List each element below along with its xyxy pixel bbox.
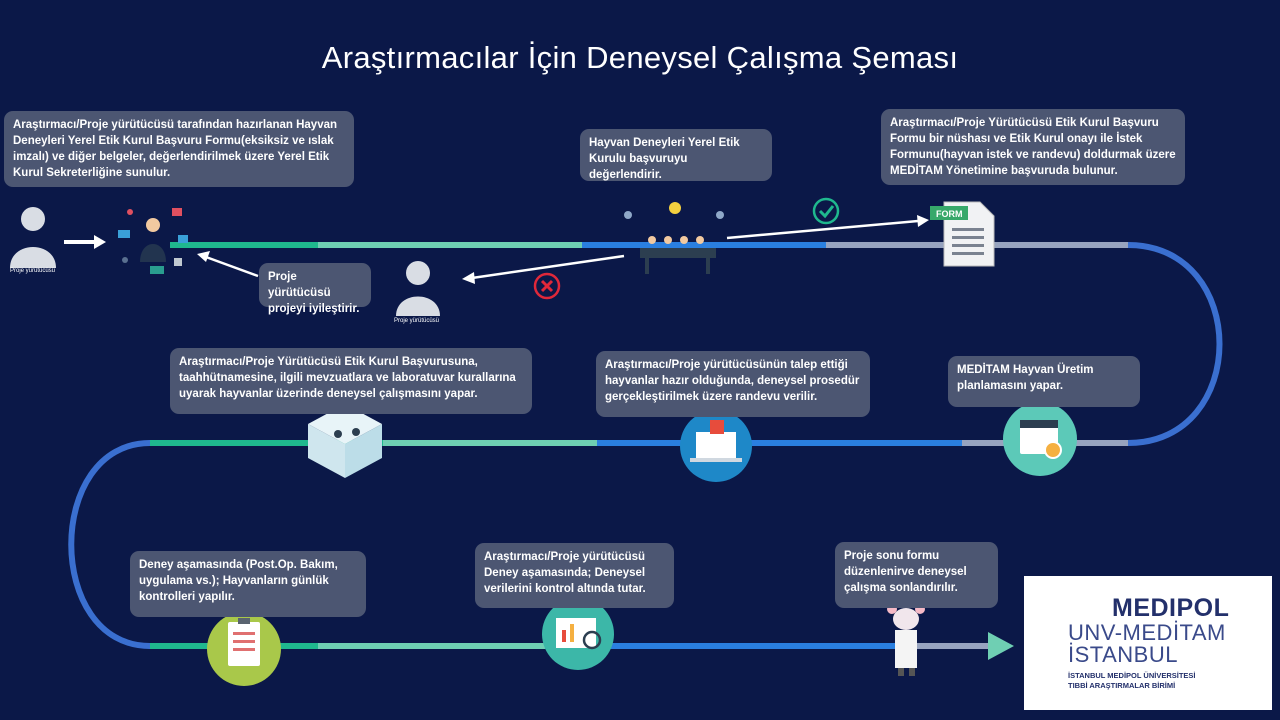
ethics-committee-icon xyxy=(624,202,724,274)
left-curve xyxy=(68,440,151,649)
appointment-laptop-icon xyxy=(680,410,752,482)
step-project-end: Proje sonu formu düzenlenirve deneysel ç… xyxy=(835,542,998,608)
step-committee-evaluates: Hayvan Deneyleri Yerel Etik Kurulu başvu… xyxy=(580,129,772,181)
arrow-reject xyxy=(471,254,625,280)
arrow-reject-head xyxy=(462,272,475,284)
arrow-improve xyxy=(205,255,259,278)
end-arrowhead xyxy=(988,632,1014,660)
form-label: FORM xyxy=(936,209,963,219)
step-improve-project: Proje yürütücüsü projeyi iyileştirir. xyxy=(259,263,371,315)
medipol-logo: MEDIPOL UNV-MEDİTAM İSTANBUL İSTANBUL ME… xyxy=(1024,576,1272,710)
researcher-caption: Proje yürütücüsü xyxy=(10,268,56,274)
approved-check-icon xyxy=(812,197,840,225)
researcher-icon xyxy=(10,207,56,268)
researcher-with-devices-icon xyxy=(118,208,188,274)
logo-line-3: İSTANBUL xyxy=(1068,642,1178,667)
step-appointment: Araştırmacı/Proje yürütücüsünün talep et… xyxy=(596,351,870,417)
step-daily-checks: Deney aşamasında (Post.Op. Bakım, uygula… xyxy=(130,551,366,617)
logo-line-2: UNV-MEDİTAM xyxy=(1068,620,1226,645)
page-title: Araştırmacılar İçin Deneysel Çalışma Şem… xyxy=(321,40,959,75)
arrow-to-ethics-head xyxy=(94,235,106,249)
arrow-to-form-head xyxy=(917,215,929,227)
arrow-improve-head xyxy=(197,251,210,262)
step-data-control: Araştırmacı/Proje yürütücüsü Deney aşama… xyxy=(475,543,674,608)
step-apply-meditam: Araştırmacı/Proje Yürütücüsü Etik Kurul … xyxy=(881,109,1185,185)
logo-line-5: TIBBİ ARAŞTIRMALAR BİRİMİ xyxy=(1068,681,1176,690)
step-perform-experiment: Araştırmacı/Proje Yürütücüsü Etik Kurul … xyxy=(170,348,532,414)
daily-check-clipboard-icon xyxy=(207,612,281,686)
project-lead-icon xyxy=(396,261,440,316)
step-submit-application: Araştırmacı/Proje yürütücüsü tarafından … xyxy=(4,111,354,187)
lab-mascot-icon xyxy=(887,604,925,676)
right-curve xyxy=(1127,242,1223,446)
application-form-icon xyxy=(930,201,995,267)
step-production-planning: MEDİTAM Hayvan Üretim planlamasını yapar… xyxy=(948,356,1140,407)
project-lead-caption: Proje yürütücüsü xyxy=(394,318,440,324)
laboratory-icon xyxy=(308,404,382,478)
logo-line-4: İSTANBUL MEDİPOL ÜNİVERSİTESİ xyxy=(1068,671,1196,680)
arrow-to-form xyxy=(726,219,919,240)
data-review-icon xyxy=(542,598,614,670)
rejected-cross-icon xyxy=(533,272,561,300)
production-calendar-icon xyxy=(1003,402,1077,476)
logo-line-1: MEDIPOL xyxy=(1112,594,1230,622)
